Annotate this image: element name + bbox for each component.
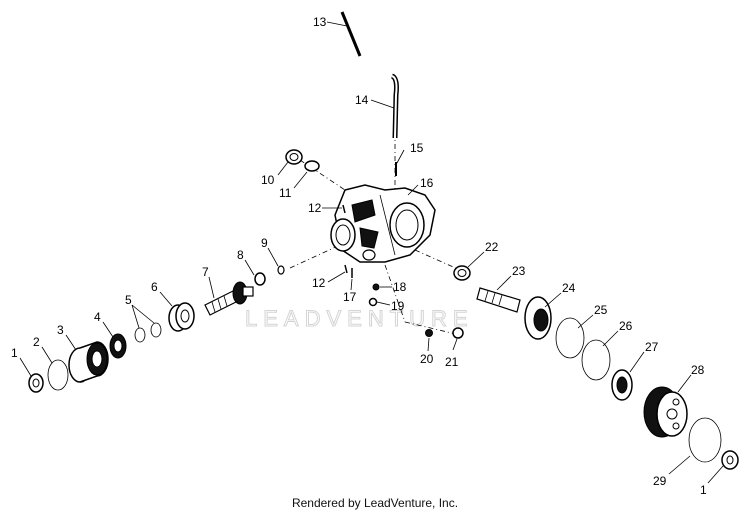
part-26-shim: [581, 339, 611, 381]
assembly-centerlines: [289, 120, 461, 336]
callout-labels: 1 2 3 4 5 6 7 8 9 10 11 12 13 14 15 16 1…: [11, 15, 707, 497]
callout-7: 7: [202, 265, 209, 279]
callout-20: 20: [420, 352, 434, 366]
part-24-gear: [524, 296, 552, 340]
callout-4: 4: [94, 310, 101, 324]
part-7-pinion-shaft: [204, 281, 254, 316]
credit-text: Rendered by LeadVenture, Inc.: [291, 496, 459, 510]
callout-12-upper: 12: [308, 201, 322, 215]
callout-25: 25: [594, 303, 608, 317]
callout-26: 26: [619, 319, 633, 333]
part-12-pin-upper: [342, 204, 346, 214]
callout-1-right: 1: [700, 483, 707, 497]
part-11-o-ring: [304, 160, 320, 172]
part-12-pin-lower: [344, 264, 348, 274]
watermark: LEADVENTURE: [245, 306, 474, 331]
callout-18: 18: [393, 280, 407, 294]
part-29-o-ring-right: [688, 417, 722, 463]
callout-9: 9: [261, 236, 268, 250]
part-28-bearing-cap: [643, 386, 688, 438]
part-13-pin: [340, 11, 362, 57]
part-4-bearing: [109, 333, 127, 359]
callout-3: 3: [57, 323, 64, 337]
callout-11: 11: [279, 186, 292, 200]
part-1-nut-right: [721, 450, 739, 470]
callout-5: 5: [125, 293, 132, 307]
part-23-output-shaft: [476, 287, 521, 313]
callout-21: 21: [445, 355, 459, 369]
callout-29: 29: [653, 474, 667, 488]
callout-1-left: 1: [11, 346, 18, 360]
part-27-bearing: [611, 369, 633, 401]
callout-15: 15: [410, 141, 424, 155]
callout-13: 13: [313, 15, 327, 29]
callout-12-lower: 12: [312, 276, 326, 290]
callout-leaders: [19, 21, 724, 484]
part-22-seal: [453, 265, 471, 281]
callout-14: 14: [355, 93, 369, 107]
callout-28: 28: [691, 363, 705, 377]
callout-22: 22: [485, 240, 499, 254]
part-3-bearing-cap: [68, 341, 109, 383]
part-9-washer: [277, 265, 285, 275]
callout-17: 17: [343, 290, 357, 304]
part-2-o-ring-left: [47, 359, 69, 391]
callout-2: 2: [33, 335, 40, 349]
part-5-rings: [134, 322, 162, 343]
callout-27: 27: [645, 340, 659, 354]
part-20-nut: [425, 329, 433, 337]
callout-8: 8: [237, 248, 244, 262]
part-8-washer: [254, 272, 266, 286]
callout-6: 6: [151, 280, 158, 294]
callout-19: 19: [391, 299, 405, 313]
part-14-tube: [390, 73, 399, 139]
part-1-nut-left: [28, 373, 44, 393]
part-19-nut: [368, 297, 378, 307]
part-6-bearing: [168, 302, 195, 332]
callout-10: 10: [261, 173, 275, 187]
callout-16: 16: [420, 176, 434, 190]
part-10-seal: [285, 149, 303, 165]
callout-23: 23: [512, 264, 526, 278]
part-25-shim: [555, 317, 585, 359]
part-21-cap: [452, 327, 464, 339]
part-18-ball: [372, 283, 380, 291]
callout-24: 24: [562, 281, 576, 295]
part-16-gear-housing: [330, 184, 436, 263]
